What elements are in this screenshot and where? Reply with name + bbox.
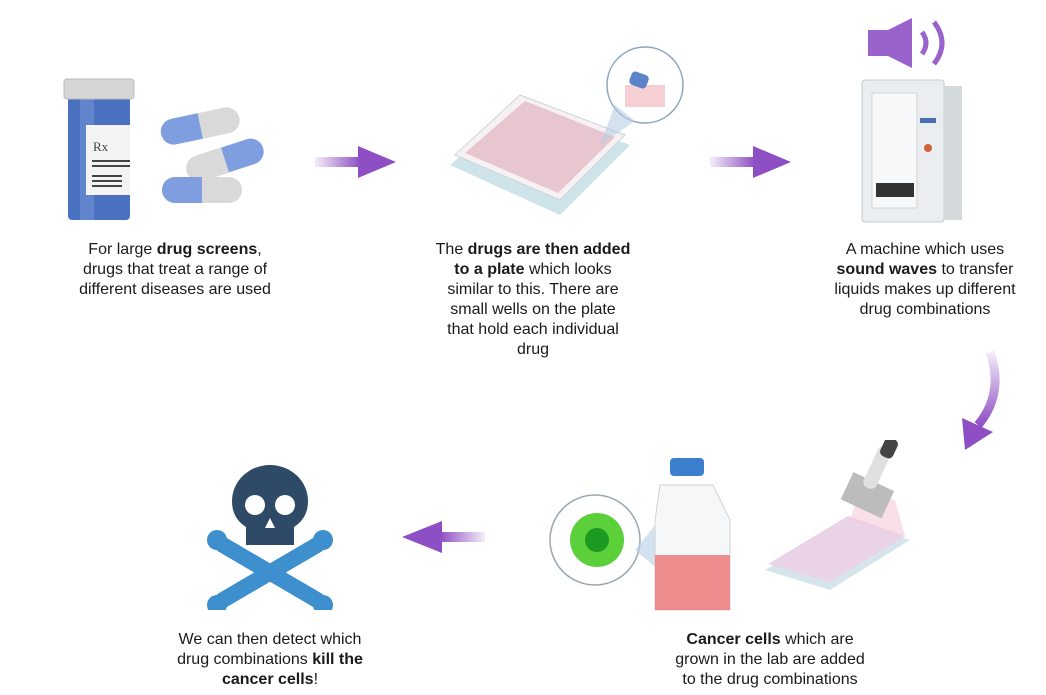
caption-line: A machine which uses [805, 240, 1045, 260]
caption-emphasis: cancer cells [221, 671, 314, 688]
caption-text: which are [780, 631, 854, 648]
caption-emphasis: Cancer cells [686, 631, 781, 648]
cell-flask-illustration [549, 458, 731, 611]
caption-text: small wells on the plate [450, 301, 616, 318]
caption-emphasis: to a plate [454, 261, 525, 278]
caption-acoustic-dispenser: A machine which uses sound waves to trans… [805, 240, 1045, 320]
caption-emphasis: kill the [312, 651, 363, 668]
caption-text: similar to this. There are [447, 281, 619, 298]
caption-text: different diseases are used [79, 281, 271, 298]
caption-line: drug [418, 340, 648, 360]
caption-line: sound waves to transfer [805, 260, 1045, 280]
caption-text: to the drug combinations [682, 671, 858, 688]
caption-line: similar to this. There are [418, 280, 648, 300]
caption-line: to the drug combinations [650, 670, 890, 690]
caption-emphasis: drug screens [156, 241, 258, 258]
caption-line: drug combinations kill the [150, 650, 390, 670]
caption-emphasis: drugs are then added [467, 241, 631, 258]
caption-line: For large drug screens, [60, 240, 290, 260]
caption-text: drug combinations [177, 651, 313, 668]
skull-crossbones-icon [207, 465, 333, 610]
caption-text: drugs that treat a range of [82, 261, 268, 278]
caption-text: drug combinations [859, 301, 991, 318]
caption-emphasis: sound waves [836, 261, 937, 278]
caption-line: grown in the lab are added [650, 650, 890, 670]
arrow-right-icon [315, 146, 396, 178]
speaker-icon [868, 18, 945, 68]
caption-line: drugs that treat a range of [60, 260, 290, 280]
caption-text: which looks [524, 261, 612, 278]
pill-bottle-icon: Rx [63, 78, 135, 220]
caption-text: For large [88, 241, 157, 258]
caption-text: drug [516, 341, 550, 358]
pipette-plate-illustration [765, 440, 910, 590]
caption-detect-kill: We can then detect which drug combination… [150, 630, 390, 690]
arrow-curved-down-icon [962, 350, 1000, 450]
caption-text: to transfer [937, 261, 1014, 278]
caption-text: We can then detect which [178, 631, 362, 648]
caption-line: The drugs are then added [418, 240, 648, 260]
caption-text: A machine which uses [845, 241, 1005, 258]
arrow-right-icon [710, 146, 791, 178]
caption-line: that hold each individual [418, 320, 648, 340]
caption-line: We can then detect which [150, 630, 390, 650]
culture-media [655, 555, 730, 610]
caption-line: to a plate which looks [418, 260, 648, 280]
caption-text: that hold each individual [447, 321, 619, 338]
caption-text: grown in the lab are added [675, 651, 865, 668]
caption-text: The [435, 241, 468, 258]
rx-label: Rx [93, 139, 109, 154]
acoustic-dispenser-illustration [861, 18, 962, 223]
caption-drug-library: For large drug screens,drugs that treat … [60, 240, 290, 300]
caption-line: Cancer cells which are [650, 630, 890, 650]
flask-cap [670, 458, 704, 476]
caption-text: ! [313, 671, 319, 688]
caption-line: liquids makes up different [805, 280, 1045, 300]
well-plate-illustration [450, 46, 684, 215]
drug-bottle-illustration: Rx [63, 78, 264, 220]
capsule-icon [160, 107, 264, 203]
caption-text: liquids makes up different [834, 281, 1016, 298]
caption-line: drug combinations [805, 300, 1045, 320]
caption-text: , [257, 241, 262, 258]
caption-line: small wells on the plate [418, 300, 648, 320]
caption-line: cancer cells! [150, 670, 390, 690]
arrow-left-icon [402, 521, 485, 553]
caption-line: different diseases are used [60, 280, 290, 300]
